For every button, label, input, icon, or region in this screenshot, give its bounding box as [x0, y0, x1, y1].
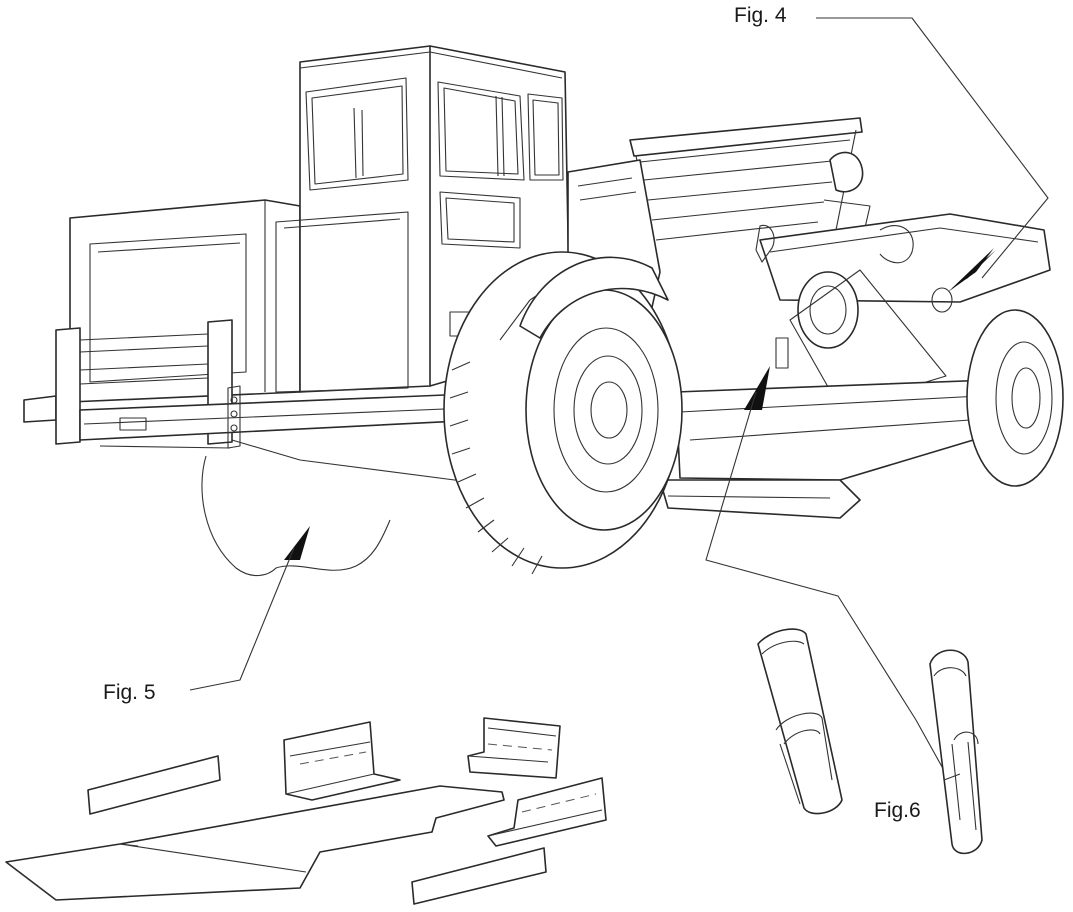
- engine-housing: [69, 199, 301, 403]
- fig4-label: Fig. 4: [734, 4, 787, 27]
- right-angled-piece: [487, 777, 607, 847]
- fig5-leader-line: [189, 547, 295, 691]
- bottom-strip: [411, 847, 547, 905]
- right-angle-bracket: [467, 717, 561, 779]
- front-bumper-frame: [23, 319, 521, 491]
- left-strip: [87, 755, 221, 815]
- belly-pan-outline: [201, 455, 391, 577]
- right-pipe-sleeve: [929, 649, 983, 855]
- fig5-label: Fig. 5: [103, 681, 156, 704]
- floor-plate: [5, 785, 505, 901]
- fig6-arrowhead: [744, 366, 770, 410]
- fig4-leader-line: [816, 17, 1049, 279]
- front-drive-tire: [443, 251, 683, 575]
- fig6-leader-line: [705, 391, 947, 775]
- wheel-tractor-scraper-drawing: [23, 45, 1064, 577]
- left-angle-bracket: [283, 721, 401, 801]
- left-pipe-sleeve: [757, 628, 843, 815]
- fig4-arrowhead: [948, 248, 996, 292]
- leader-lines: [189, 17, 1049, 775]
- fig5-arrowhead: [284, 526, 310, 560]
- fig6-pipe-sleeve-parts: [757, 628, 983, 855]
- fig6-label: Fig.6: [874, 799, 921, 822]
- scraper-bowl: [567, 117, 1064, 519]
- fig5-floor-plate-parts: [5, 717, 607, 905]
